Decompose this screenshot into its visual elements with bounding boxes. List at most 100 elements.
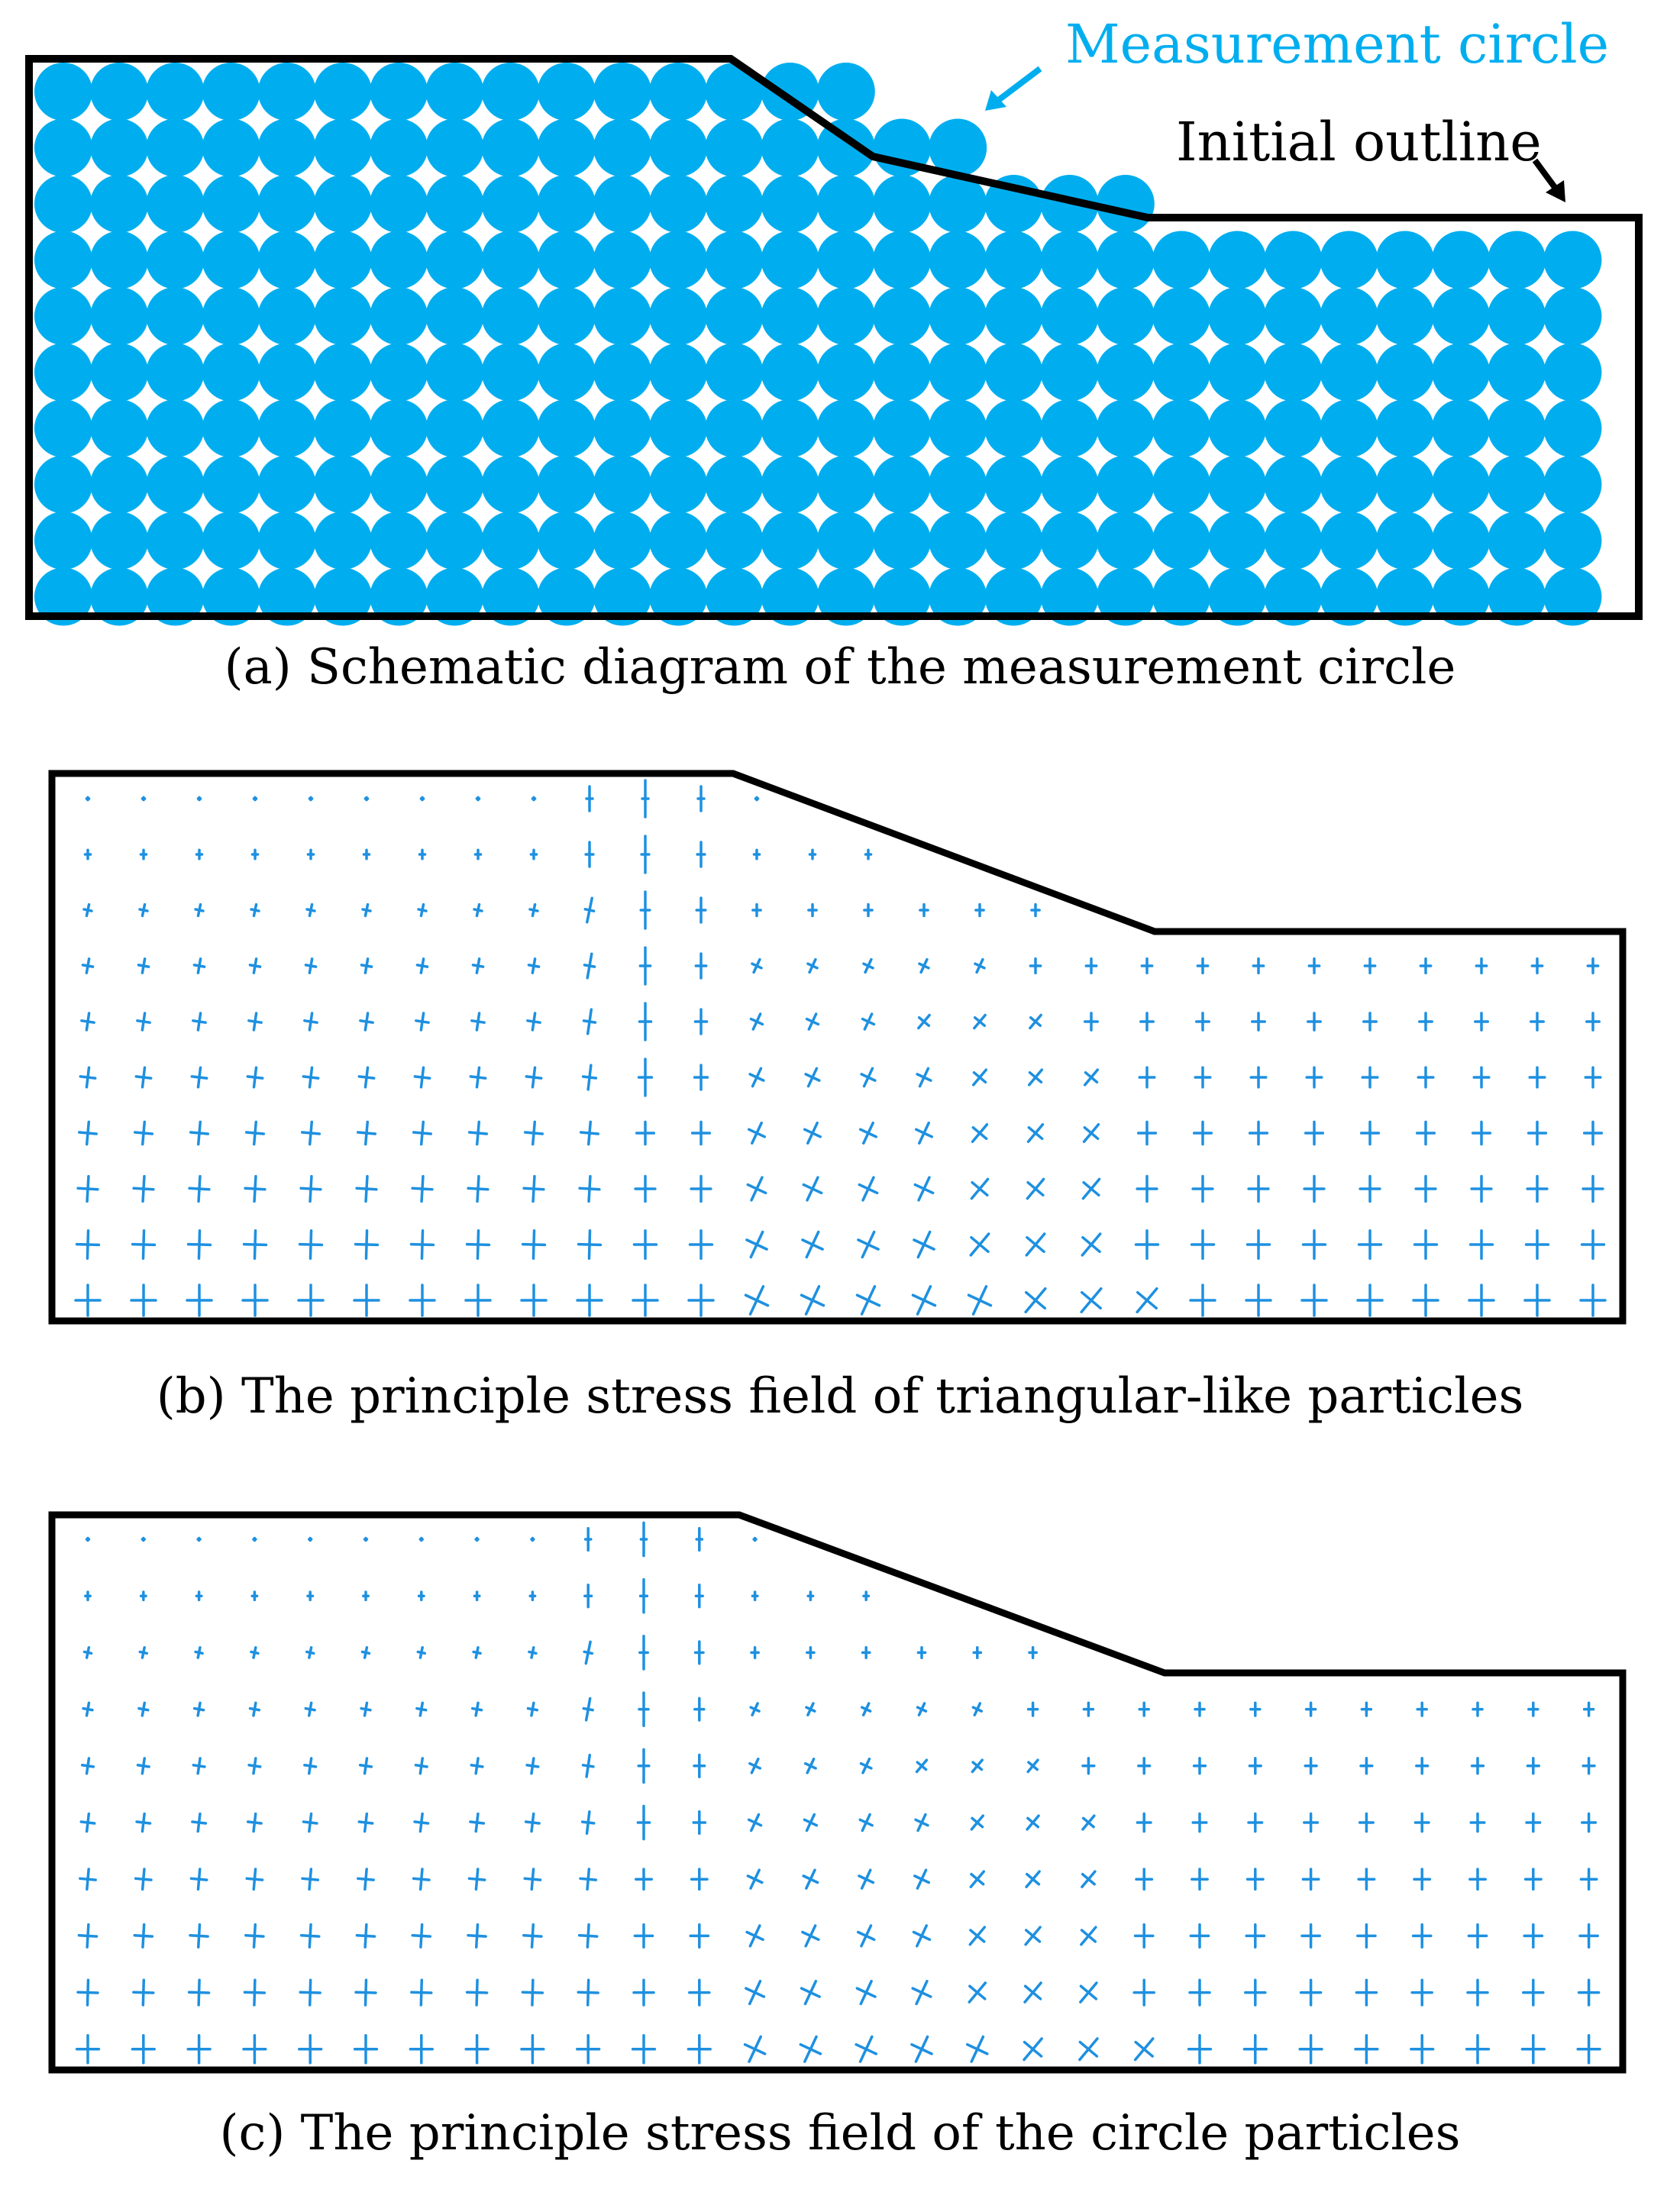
measurement-circle: [873, 455, 931, 514]
stress-cross: [138, 1645, 149, 1659]
stress-cross: [1362, 1012, 1378, 1032]
stress-cross: [1301, 1868, 1320, 1891]
stress-cross: [1468, 1284, 1495, 1317]
stress-cross: [410, 1978, 433, 2007]
stress-cross: [305, 1645, 315, 1659]
stress-cross: [131, 2034, 156, 2065]
stress-cross: [746, 1176, 767, 1202]
measurement-circle: [816, 343, 875, 402]
measurement-circle: [816, 287, 875, 345]
stress-cross: [1249, 1701, 1262, 1717]
measurement-circle: [314, 567, 372, 626]
stress-cross: [194, 902, 205, 918]
stress-cross: [751, 957, 763, 974]
stress-cross: [250, 902, 260, 918]
stress-cross: [298, 2034, 323, 2065]
stress-cross: [1465, 2034, 1491, 2065]
stress-cross: [580, 1810, 596, 1836]
stress-cross: [244, 1120, 266, 1146]
stress-cross: [1522, 1978, 1545, 2007]
stress-cross: [1079, 1981, 1098, 2004]
stress-cross: [583, 896, 596, 924]
measurement-circle: [649, 118, 708, 177]
measurement-circle: [90, 512, 149, 570]
measurement-circle: [761, 231, 819, 289]
stress-cross: [467, 1868, 486, 1891]
stress-cross: [353, 2034, 379, 2065]
stress-cross: [1304, 1757, 1318, 1775]
stress-cross: [132, 1978, 155, 2007]
stress-cross: [186, 1229, 212, 1260]
stress-cross: [971, 1068, 988, 1087]
panel-c: (c) The principle stress field of the ci…: [48, 1511, 1627, 2162]
stress-cross: [467, 1923, 487, 1949]
stress-cross: [1467, 1923, 1488, 1949]
measurement-circle: [1488, 231, 1546, 289]
measurement-circle: [1264, 287, 1323, 345]
stress-cross: [362, 1590, 370, 1602]
measurement-circle: [1264, 343, 1323, 402]
stress-cross: [467, 1174, 489, 1203]
measurement-circle: [370, 118, 428, 177]
stress-cross: [76, 1174, 99, 1203]
measurement-circle: [537, 63, 596, 121]
measurement-circle: [1543, 455, 1602, 514]
stress-cross: [1028, 1645, 1038, 1659]
measurement-circle: [1432, 231, 1490, 289]
stress-cross: [1470, 1174, 1493, 1203]
stress-cross: [687, 2034, 712, 2065]
stress-cross: [1577, 1978, 1601, 2007]
stress-cross: [917, 1013, 931, 1030]
measurement-circle: [705, 63, 764, 121]
measurement-circle: [425, 455, 484, 514]
stress-cross: [1304, 1701, 1317, 1717]
measurement-circle: [370, 512, 428, 570]
measurement-circle: [34, 175, 92, 233]
stress-cross: [415, 957, 429, 974]
stress-cross: [523, 1868, 542, 1891]
stress-cross: [799, 2035, 822, 2063]
stress-cross: [636, 1804, 651, 1841]
stress-cross: [243, 1978, 267, 2007]
stress-cross: [965, 2035, 989, 2063]
stress-cross: [1582, 1120, 1604, 1146]
stress-cross: [186, 2034, 212, 2065]
stress-cross: [1135, 1868, 1154, 1891]
measurement-circle: [705, 567, 764, 626]
stress-cross: [1136, 1812, 1152, 1833]
stress-cross: [1191, 1812, 1208, 1833]
stress-cross: [196, 796, 202, 802]
stress-cross: [858, 1176, 879, 1202]
stress-cross: [695, 896, 707, 924]
measurement-circle: [761, 567, 819, 626]
stress-cross: [1413, 1229, 1439, 1260]
measurement-circle: [1320, 455, 1378, 514]
stress-cross: [1581, 1174, 1604, 1203]
stress-cross: [357, 1868, 375, 1891]
stress-cross: [244, 1923, 265, 1949]
stress-cross: [305, 902, 316, 918]
stress-cross: [308, 1536, 313, 1542]
measurement-circle: [1375, 455, 1434, 514]
stress-cross: [803, 1757, 817, 1774]
measurement-circle: [370, 287, 428, 345]
stress-cross: [75, 2034, 101, 2065]
stress-cross: [299, 1978, 321, 2007]
measurement-circle: [1375, 343, 1434, 402]
stress-cross: [1187, 2034, 1213, 2065]
caption-a: (a) Schematic diagram of the measurement…: [225, 639, 1456, 696]
measurement-circle: [649, 231, 708, 289]
stress-cross: [747, 1121, 767, 1145]
stress-cross: [464, 1284, 492, 1317]
measurement-circle: [929, 118, 987, 177]
stress-cross: [1471, 1120, 1492, 1146]
measurement-circle: [1152, 455, 1210, 514]
stress-cross: [529, 848, 538, 861]
stress-cross: [576, 1284, 603, 1317]
stress-cross: [1252, 957, 1265, 975]
measurement-circle: [257, 455, 316, 514]
stress-cross: [412, 1120, 433, 1146]
stress-cross: [1356, 1923, 1377, 1949]
stress-cross: [640, 835, 651, 874]
stress-cross: [246, 1812, 263, 1833]
